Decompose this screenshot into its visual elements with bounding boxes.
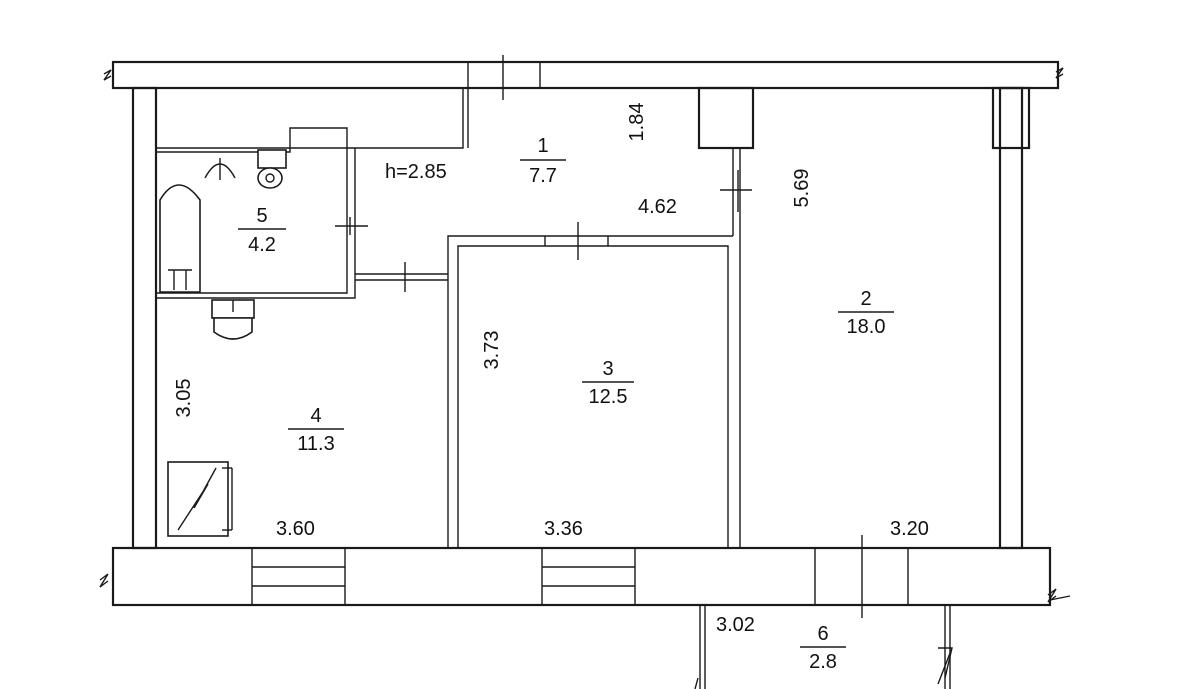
stove-icon — [167, 461, 233, 537]
room-1-area: 7.7 — [529, 165, 557, 187]
dimension-5-69: 5.69 — [791, 169, 813, 208]
room-6-area: 2.8 — [809, 651, 837, 673]
room-2-number: 2 — [860, 288, 871, 310]
left-exterior-wall — [131, 86, 158, 550]
room-3-walls — [447, 222, 733, 548]
dimension-3-05: 3.05 — [173, 379, 195, 418]
dimension-3-36: 3.36 — [544, 518, 583, 540]
right-exterior-wall — [998, 86, 1024, 550]
toilet-icon — [257, 149, 287, 189]
window-room-3 — [541, 547, 636, 606]
room-3-area: 12.5 — [589, 386, 628, 408]
room-5-number: 5 — [256, 205, 267, 227]
dimension-3-73: 3.73 — [481, 331, 503, 370]
balcony-door — [814, 535, 909, 618]
room-6-label: 6 2.8 — [800, 623, 846, 673]
vent-shaft-right — [991, 86, 1031, 150]
room-2-area: 18.0 — [847, 316, 886, 338]
balcony-outline — [694, 605, 953, 689]
dimension-4-62: 4.62 — [638, 196, 677, 218]
room-1-label: 1 7.7 — [520, 135, 566, 187]
room-4-label: 4 11.3 — [288, 405, 344, 455]
room-2-label: 2 18.0 — [838, 288, 894, 338]
dimension-3-60: 3.60 — [276, 518, 315, 540]
hallway-partition — [156, 88, 469, 149]
room-1-number: 1 — [537, 135, 548, 157]
vent-shaft-left — [697, 86, 755, 150]
room-3-label: 3 12.5 — [582, 358, 634, 408]
room-4-number: 4 — [310, 405, 321, 427]
top-exterior-wall — [103, 60, 1064, 90]
shower-icon — [204, 158, 236, 180]
room-3-number: 3 — [602, 358, 613, 380]
top-wall-window — [467, 55, 541, 100]
window-room-4 — [251, 547, 346, 606]
dimension-3-02: 3.02 — [716, 614, 755, 636]
bottom-exterior-wall — [99, 546, 1071, 607]
room-2-wall — [720, 148, 752, 548]
room-5-area: 4.2 — [248, 234, 276, 256]
room-4-area: 11.3 — [297, 433, 334, 455]
room-6-number: 6 — [817, 623, 828, 645]
room-5-label: 5 4.2 — [238, 205, 286, 256]
bathtub-icon — [159, 184, 201, 293]
kitchen-door-partition — [355, 262, 448, 292]
ceiling-height: h=2.85 — [385, 161, 447, 183]
sink-icon — [211, 299, 255, 340]
dimension-1-84: 1.84 — [626, 103, 648, 142]
dimension-3-20: 3.20 — [890, 518, 929, 540]
